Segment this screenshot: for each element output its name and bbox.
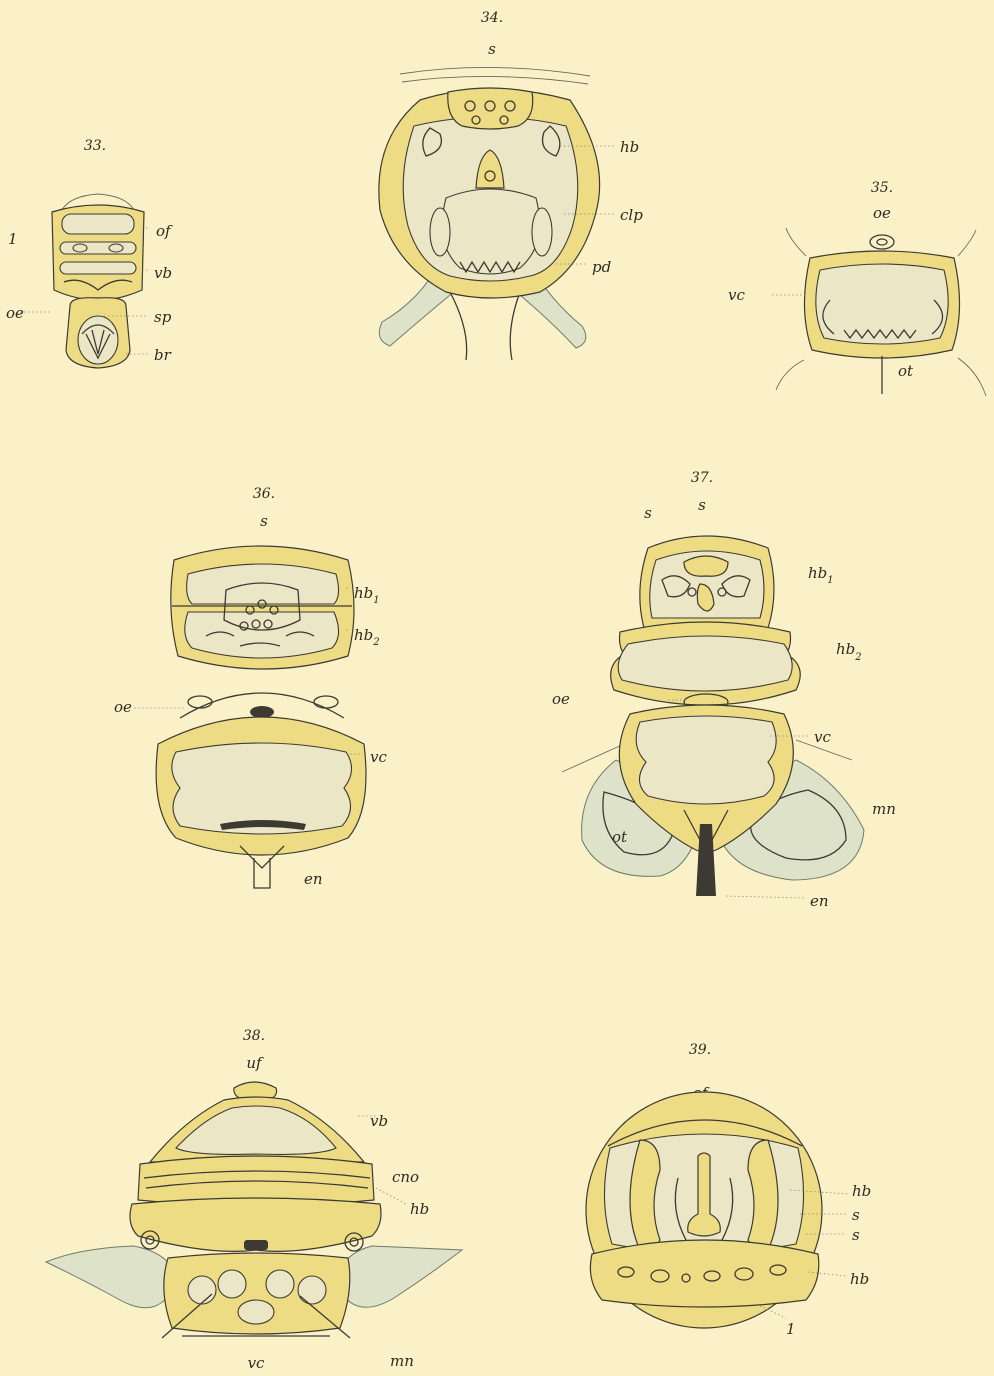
figure-35-number: 35.: [871, 180, 893, 196]
figure-39: 39. of hb s s hb 1: [586, 1042, 871, 1338]
figure-36-label-oe: oe: [114, 698, 132, 716]
figure-36: 36. s hb1 hb2 oe vc en: [114, 486, 387, 888]
figure-33: 33. of vb sp br 1 oe: [6, 138, 173, 368]
figure-33-label-oe: oe: [6, 304, 24, 322]
figure-39-label-hb-bottom: hb: [850, 1270, 869, 1288]
figure-35-label-oe: oe: [873, 204, 891, 222]
figure-38-label-vc: vc: [248, 1354, 265, 1372]
figure-38-label-cno: cno: [392, 1168, 419, 1186]
figure-37-label-s-left: s: [644, 504, 652, 522]
figure-33-number: 33.: [84, 138, 106, 154]
figure-36-number: 36.: [253, 486, 275, 502]
figure-33-label-of: of: [156, 222, 173, 240]
figure-36-label-vc: vc: [370, 748, 387, 766]
figure-39-label-s-lower: s: [852, 1226, 860, 1244]
figure-34-number: 34.: [481, 10, 503, 26]
figure-37-label-hb2: hb2: [836, 640, 862, 663]
figure-37-label-hb1: hb1: [808, 564, 834, 586]
figure-34-label-s: s: [488, 40, 496, 58]
figure-39-label-1: 1: [786, 1320, 796, 1338]
figure-33-label-br: br: [154, 346, 172, 364]
figure-38-label-vb: vb: [370, 1112, 388, 1130]
figure-36-label-en: en: [304, 870, 323, 888]
figure-37: 37. s s hb1 hb2 oe vc mn ot en: [552, 470, 896, 910]
figure-37-label-ot: ot: [612, 828, 628, 846]
figure-33-label-sp: sp: [154, 308, 172, 326]
figure-34-label-pd: pd: [592, 258, 611, 276]
figure-37-label-vc: vc: [814, 728, 831, 746]
figure-38-number: 38.: [243, 1028, 265, 1044]
figure-33-label-1: 1: [8, 230, 18, 248]
figure-37-label-en: en: [810, 892, 829, 910]
figure-35-label-vc: vc: [728, 286, 745, 304]
figure-39-number: 39.: [689, 1042, 711, 1058]
figure-37-label-mn: mn: [872, 800, 896, 818]
figure-36-label-hb2: hb2: [354, 626, 380, 648]
figure-37-number: 37.: [691, 470, 713, 486]
figure-37-label-s-center: s: [698, 496, 706, 514]
figure-34-label-hb: hb: [620, 138, 639, 156]
figure-39-label-hb-top: hb: [852, 1182, 871, 1200]
figure-34-label-clp: clp: [620, 206, 643, 224]
figure-38-label-mn: mn: [390, 1352, 414, 1370]
figure-36-label-s: s: [260, 512, 268, 530]
figure-38: 38. uf vb cno hb vc mn: [46, 1028, 462, 1372]
figure-36-label-hb1: hb1: [354, 584, 380, 606]
figure-37-label-oe: oe: [552, 690, 570, 708]
figure-33-label-vb: vb: [154, 264, 172, 282]
figure-35-label-ot: ot: [898, 362, 914, 380]
figure-39-label-s-upper: s: [852, 1206, 860, 1224]
figure-38-label-uf: uf: [246, 1054, 264, 1072]
figure-38-label-hb: hb: [410, 1200, 429, 1218]
figure-35: 35. oe vc ot: [728, 180, 986, 396]
figure-34: 34. s hb clp pd: [379, 10, 643, 360]
